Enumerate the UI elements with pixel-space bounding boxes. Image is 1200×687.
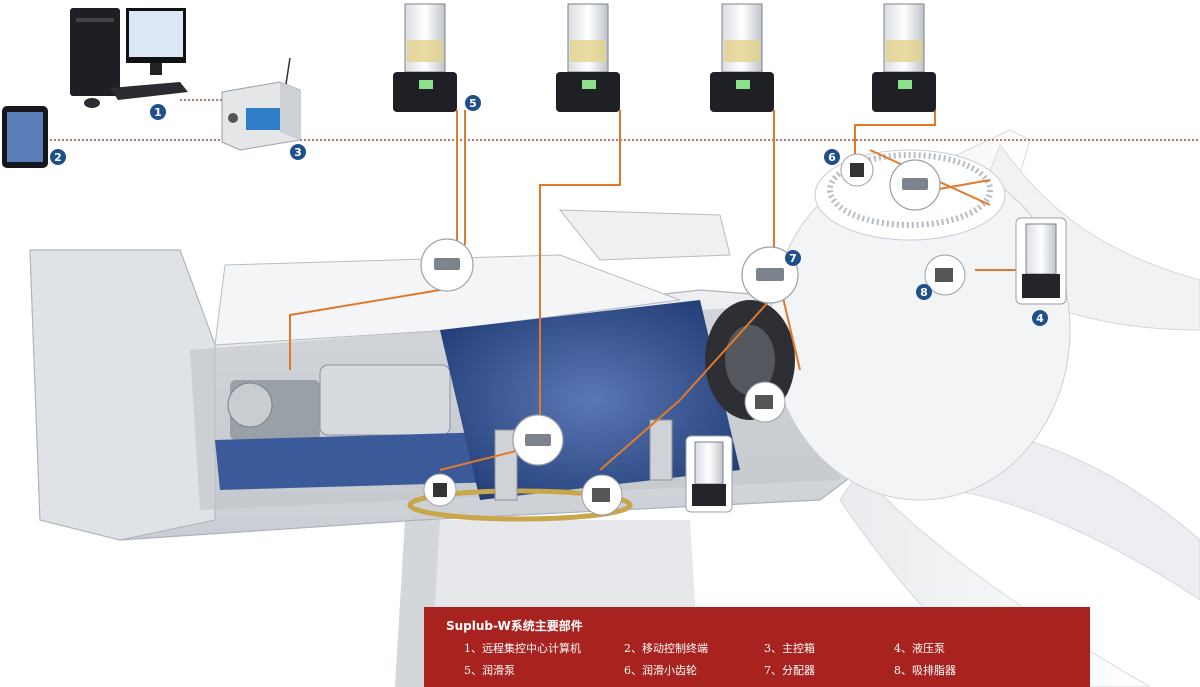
badge-2: 2 — [50, 149, 66, 165]
legend-item-8: 8、吸排脂器 — [894, 664, 956, 677]
svg-text:3: 3 — [294, 146, 302, 159]
badge-7: 7 — [785, 250, 801, 266]
legend-item-4: 4、液压泵 — [894, 642, 945, 655]
legend-title: Suplub-W系统主要部件 — [446, 619, 583, 633]
grease-collector-icon — [581, 254, 966, 516]
legend-item-6: 6、润滑小齿轮 — [624, 664, 697, 677]
lubrication-pinion-icon — [423, 153, 874, 507]
svg-text:7: 7 — [789, 252, 797, 265]
svg-text:1: 1 — [154, 106, 162, 119]
svg-text:6: 6 — [828, 151, 836, 164]
svg-text:5: 5 — [469, 97, 477, 110]
svg-text:4: 4 — [1036, 312, 1044, 325]
desktop-computer-icon — [70, 8, 188, 108]
legend-item-5: 5、润滑泵 — [464, 664, 515, 677]
legend-item-1: 1、远程集控中心计算机 — [464, 642, 581, 655]
lubrication-pump-icon — [393, 3, 936, 112]
signal-lines — [50, 99, 1200, 141]
badge-1: 1 — [150, 104, 166, 120]
legend-grid: 1、远程集控中心计算机 2、移动控制终端 3、主控箱 4、液压泵 5、润滑泵 6… — [446, 640, 1068, 678]
svg-text:8: 8 — [920, 286, 928, 299]
svg-text:2: 2 — [54, 151, 62, 164]
control-box-icon — [221, 57, 301, 151]
distributor-block-glyphs — [434, 178, 928, 446]
tablet-icon — [2, 106, 48, 168]
badge-5: 5 — [465, 95, 481, 111]
legend-item-2: 2、移动控制终端 — [624, 642, 708, 655]
badge-6: 6 — [824, 149, 840, 165]
badge-4: 4 — [1032, 310, 1048, 326]
badge-8: 8 — [916, 284, 932, 300]
components-legend: Suplub-W系统主要部件 1、远程集控中心计算机 2、移动控制终端 3、主控… — [424, 607, 1090, 687]
number-badges: 1 2 3 4 5 6 7 8 — [50, 95, 1048, 326]
legend-item-7: 7、分配器 — [764, 664, 815, 677]
hydraulic-pump-icon — [685, 217, 1067, 513]
badge-3: 3 — [290, 144, 306, 160]
legend-item-3: 3、主控箱 — [764, 642, 815, 655]
